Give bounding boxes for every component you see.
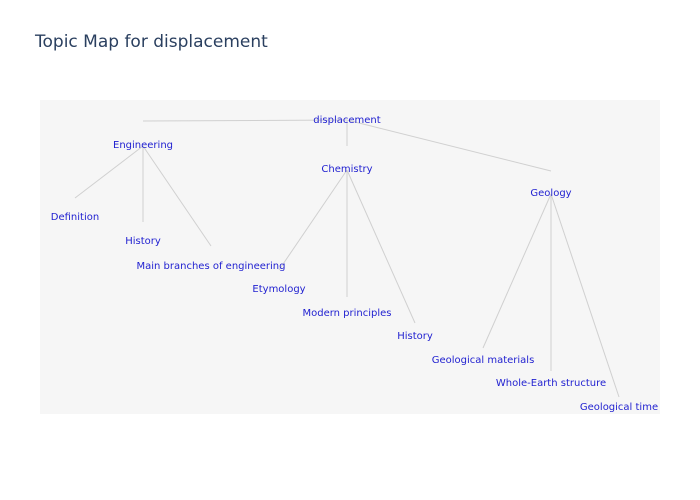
node-eng-branches: Main branches of engineering bbox=[136, 261, 286, 272]
edge-chemistry-history bbox=[346, 169, 416, 324]
figure-title: Topic Map for displacement bbox=[35, 32, 268, 52]
node-geo-structure: Whole-Earth structure bbox=[495, 378, 607, 389]
node-chem-history: History bbox=[397, 331, 433, 342]
node-geo-time: Geological time bbox=[579, 402, 659, 413]
edge-geology-time bbox=[550, 193, 620, 398]
node-chemistry: Chemistry bbox=[321, 164, 373, 175]
node-chem-modern: Modern principles bbox=[302, 308, 392, 319]
node-geo-materials: Geological materials bbox=[431, 355, 535, 366]
node-geology: Geology bbox=[530, 188, 572, 199]
node-eng-definition: Definition bbox=[50, 212, 100, 223]
node-chem-etymology: Etymology bbox=[252, 284, 306, 295]
node-root: displacement bbox=[313, 115, 381, 126]
node-eng-history: History bbox=[125, 236, 161, 247]
edge-geology-materials bbox=[482, 193, 552, 349]
node-engineering: Engineering bbox=[113, 140, 173, 151]
edge-root-geology bbox=[346, 119, 552, 172]
edge-engineering-definition bbox=[74, 145, 144, 199]
edge-root-engineering bbox=[142, 119, 348, 122]
edge-chemistry-etymology bbox=[278, 169, 348, 271]
edge-engineering-branches bbox=[142, 145, 212, 247]
